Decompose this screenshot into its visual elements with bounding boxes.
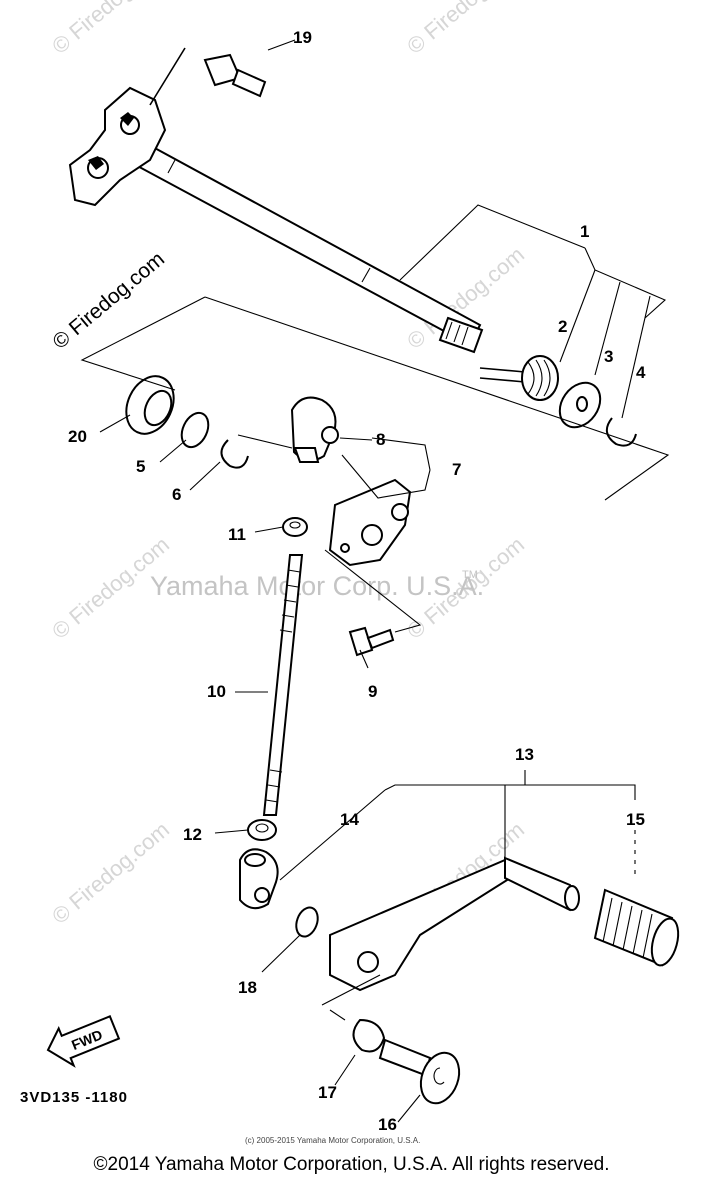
callout-19: 19: [293, 28, 312, 47]
callout-20: 20: [68, 427, 87, 446]
leader-lines: [80, 39, 670, 1123]
firedog-watermark: © Firedog.com: [47, 0, 174, 59]
callout-11: 11: [228, 525, 246, 544]
callout-2: 2: [558, 317, 567, 336]
callout-17: 17: [318, 1083, 337, 1102]
pedal-rubber-15: [593, 888, 680, 967]
firedog-watermark: © Firedog.com: [47, 817, 174, 929]
shift-pedal-13: [329, 856, 580, 992]
oil-seal-20: [125, 375, 175, 435]
callout-10: 10: [207, 682, 226, 701]
firedog-watermark: © Firedog.com: [48, 247, 169, 353]
drawing-code: 3VD135 -1180: [20, 1089, 128, 1106]
joint-8: [290, 396, 339, 463]
footer-copyright: ©2014 Yamaha Motor Corporation, U.S.A. A…: [93, 1154, 610, 1175]
callout-15: 15: [626, 810, 645, 829]
bolt-9: [348, 626, 395, 657]
callout-5: 5: [136, 457, 145, 476]
shift-shaft-assembly: [68, 86, 484, 354]
nut-12: [247, 819, 277, 841]
return-spring-2: [479, 355, 559, 401]
firedog-watermark: © Firedog.com: [402, 0, 529, 59]
callout-6: 6: [172, 485, 181, 504]
callout-16: 16: [378, 1115, 397, 1134]
small-copyright: (c) 2005-2015 Yamaha Motor Corporation, …: [245, 1136, 420, 1145]
circlip-6: [220, 439, 249, 469]
callout-13: 13: [515, 745, 534, 764]
trademark-mark: TM: [462, 569, 478, 581]
callout-18: 18: [238, 978, 257, 997]
washer-18: [295, 906, 319, 938]
callout-14: 14: [340, 810, 359, 829]
callout-8: 8: [376, 430, 385, 449]
callout-4: 4: [636, 363, 646, 382]
callout-3: 3: [604, 347, 613, 366]
nut-11: [282, 517, 308, 537]
shift-rod-10: [262, 554, 304, 816]
callout-1: 1: [580, 222, 589, 241]
circlip-4: [605, 417, 637, 447]
callout-7: 7: [452, 460, 461, 479]
fwd-arrow: FWD: [46, 1015, 121, 1068]
pivot-bolt-16: [378, 1038, 461, 1105]
yamaha-brand-watermark: Yamaha Motor Corp. U.S.A.: [150, 571, 484, 601]
washer-5: [180, 411, 210, 449]
callout-9: 9: [368, 682, 377, 701]
shift-arm-7: [328, 478, 412, 567]
bolt-19: [149, 47, 267, 106]
callout-12: 12: [183, 825, 202, 844]
joint-14: [239, 848, 279, 910]
part-callouts: 19 1 2 3 4 20 5 6 8 7 11 9 10 13 14 15 1…: [68, 28, 646, 1134]
circlip-17: [352, 1018, 386, 1053]
